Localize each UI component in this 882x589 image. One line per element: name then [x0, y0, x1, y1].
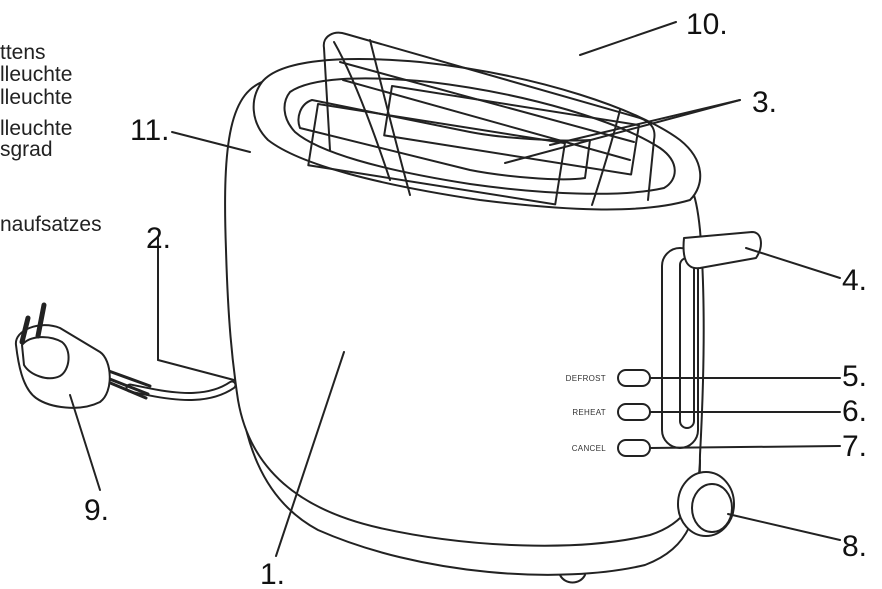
toaster-top-inner: [283, 77, 676, 195]
power-plug: [14, 324, 111, 409]
cancel-button[interactable]: [617, 439, 651, 457]
leader-9: [69, 394, 101, 491]
reheat-label: REHEAT: [572, 408, 606, 417]
leader-3a: [504, 99, 741, 164]
legend-line-4: lleuchte: [0, 117, 73, 140]
callout-9: 9.: [84, 494, 109, 527]
power-cord-inner: [127, 382, 235, 399]
leader-1: [275, 351, 345, 557]
leader-7: [649, 445, 841, 449]
plug-pin-2: [19, 315, 31, 345]
plug-pin-1: [35, 302, 47, 339]
callout-11: 11.: [130, 114, 169, 147]
browning-knob[interactable]: [677, 471, 735, 537]
legend-line-2: lleuchte: [0, 63, 73, 86]
callout-3: 3.: [752, 86, 777, 119]
bun-rack-back: [369, 39, 621, 206]
callout-8: 8.: [842, 530, 867, 563]
leader-11: [171, 131, 251, 153]
toaster-foot: [559, 574, 586, 584]
defrost-button[interactable]: [617, 369, 651, 387]
callout-4: 4.: [842, 264, 867, 297]
carriage-lever[interactable]: [682, 231, 762, 270]
plug-face: [21, 336, 70, 380]
browning-knob-face: [691, 483, 733, 533]
reheat-button[interactable]: [617, 403, 651, 421]
leader-10: [579, 21, 677, 56]
cancel-label: CANCEL: [572, 444, 607, 453]
callout-7: 7.: [842, 430, 867, 463]
callout-6: 6.: [842, 395, 867, 428]
callout-5: 5.: [842, 360, 867, 393]
callout-1: 1.: [260, 558, 285, 589]
callout-2: 2.: [146, 222, 171, 255]
legend-line-3: lleuchte: [0, 86, 73, 109]
leader-4: [745, 247, 841, 279]
slot-opening-front: [307, 103, 566, 206]
leader-2b: [157, 359, 235, 381]
legend-line-5: sgrad: [0, 138, 53, 161]
bun-rack-cross: [339, 61, 635, 161]
legend-line-1: ttens: [0, 41, 46, 64]
leader-3b: [549, 99, 741, 146]
callout-10: 10.: [686, 8, 728, 41]
legend-line-6: naufsatzes: [0, 213, 102, 236]
bun-rack-front: [333, 41, 391, 181]
defrost-label: DEFROST: [566, 374, 606, 383]
leader-8: [727, 513, 841, 541]
bun-rack: [322, 31, 656, 201]
